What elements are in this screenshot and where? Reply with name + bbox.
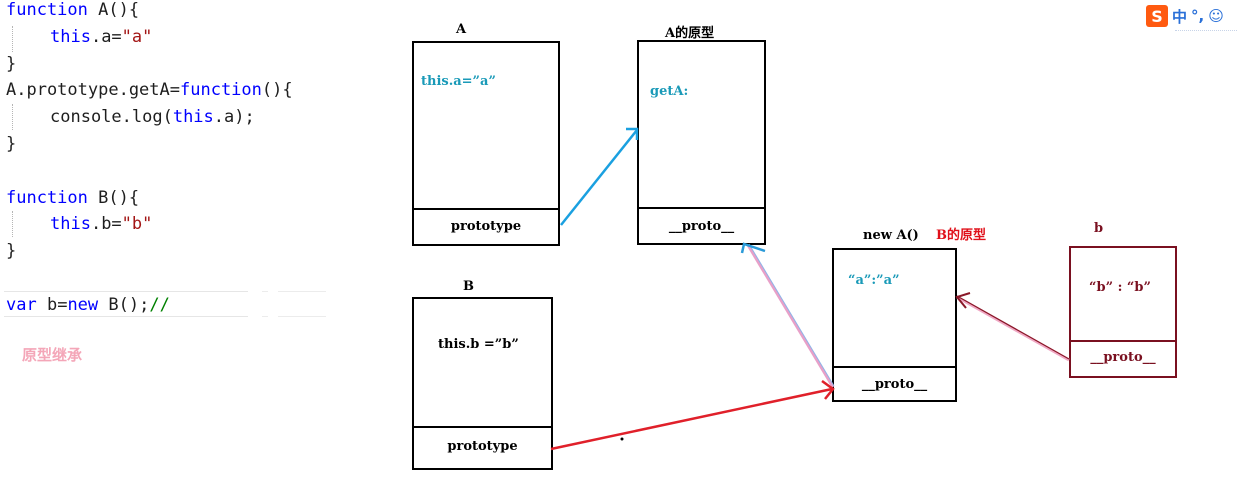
code-line: } — [6, 131, 16, 157]
note-prototype-inheritance: 原型继承 — [22, 346, 83, 364]
code-token: .a); — [213, 107, 255, 128]
box-new-a-proto-cell: __proto__ — [834, 366, 955, 400]
code-token: } — [6, 53, 17, 74]
code-token: } — [6, 134, 17, 154]
box-a-content: this.a=”a” — [421, 74, 496, 89]
box-a-proto: getA: __proto__ — [637, 40, 766, 245]
box-a-prototype-cell: prototype — [414, 208, 558, 244]
box-b-label: B — [463, 279, 474, 294]
box-new-a-proto-label: __proto__ — [861, 377, 928, 392]
line-artifact — [278, 291, 326, 317]
current-line-highlight — [4, 291, 248, 317]
box-new-a: “a”:”a” __proto__ — [832, 248, 957, 402]
box-a-proto-label: A的原型 — [665, 26, 715, 41]
code-token: A.prototype.getA= — [6, 80, 180, 101]
code-line: } — [6, 51, 16, 77]
code-token: this — [50, 214, 91, 235]
code-line: this.a="a" — [50, 24, 152, 50]
arrow-b-prototype-to-new-a — [550, 379, 835, 451]
box-a-label: A — [456, 22, 467, 37]
code-editor[interactable]: function A(){this.a="a"}A.prototype.getA… — [0, 0, 340, 364]
code-line: function B(){ — [6, 185, 139, 211]
code-token: function — [6, 0, 88, 20]
ime-divider — [1175, 30, 1237, 31]
code-token: (){ — [261, 80, 293, 101]
box-b-instance-content: “b” : “b” — [1089, 280, 1151, 295]
box-new-a-label: new A() — [863, 228, 919, 243]
sogou-logo-icon[interactable]: S — [1146, 5, 1168, 27]
box-b-prototype-cell: prototype — [414, 426, 551, 468]
indent-guide — [12, 211, 13, 237]
arrow-a-prototype-to-a-proto — [560, 127, 639, 226]
arrow-b-instance-proto-to-new-a — [955, 292, 1070, 362]
code-token: function — [6, 187, 88, 208]
code-line: function A(){ — [6, 0, 139, 23]
box-b-instance-proto-label: __proto__ — [1090, 350, 1156, 365]
code-line: this.b="b" — [50, 211, 152, 237]
box-a-proto-cell: __proto__ — [639, 207, 764, 243]
box-b-instance: “b” : “b” __proto__ — [1069, 246, 1177, 378]
code-token: B(){ — [87, 187, 140, 208]
ime-mode-toggle[interactable]: 中 — [1172, 7, 1188, 26]
indent-guide — [12, 104, 13, 130]
box-new-a-sublabel: B的原型 — [936, 228, 986, 243]
code-line: console.log(this.a); — [50, 104, 255, 130]
code-token: new — [67, 294, 99, 315]
box-new-a-content: “a”:”a” — [848, 273, 900, 288]
box-b-content: this.b =”b” — [438, 337, 519, 352]
code-line: var b=new B();// — [6, 292, 170, 318]
code-token: var — [6, 294, 37, 315]
code-token: A(){ — [87, 0, 140, 20]
code-token: .a= — [90, 26, 122, 47]
code-token: // — [149, 294, 170, 315]
code-token: this — [172, 107, 214, 128]
code-token: this — [50, 26, 91, 47]
ime-emoji-icon[interactable]: ☺ — [1208, 7, 1224, 25]
box-b-instance-label: b — [1094, 221, 1104, 236]
arrow-new-a-proto-to-a-proto — [740, 242, 835, 388]
ime-punctuation-toggle[interactable]: °, — [1191, 7, 1205, 25]
code-token: b= — [36, 294, 68, 315]
code-token: console.log( — [50, 107, 173, 128]
indent-guide — [12, 26, 13, 52]
code-token: "b" — [121, 214, 153, 235]
box-b: this.b =”b” prototype — [412, 297, 553, 470]
code-token: function — [180, 80, 262, 101]
box-b-instance-proto-cell: __proto__ — [1071, 340, 1175, 376]
box-a-prototype-label: prototype — [450, 219, 522, 234]
code-token: } — [6, 241, 17, 262]
code-token: "a" — [121, 26, 153, 47]
code-token: .b= — [90, 214, 122, 235]
box-a-proto-content: getA: — [650, 84, 689, 99]
box-a-proto-cell-label: __proto__ — [668, 219, 735, 234]
box-b-prototype-label: prototype — [447, 439, 518, 454]
code-token: B(); — [98, 294, 150, 315]
line-artifact — [262, 291, 268, 317]
box-a: this.a=”a” prototype — [412, 41, 560, 246]
ime-toolbar[interactable]: S 中 °, ☺ — [1146, 4, 1224, 28]
code-line: } — [6, 238, 16, 264]
code-line: A.prototype.getA=function(){ — [6, 77, 293, 103]
